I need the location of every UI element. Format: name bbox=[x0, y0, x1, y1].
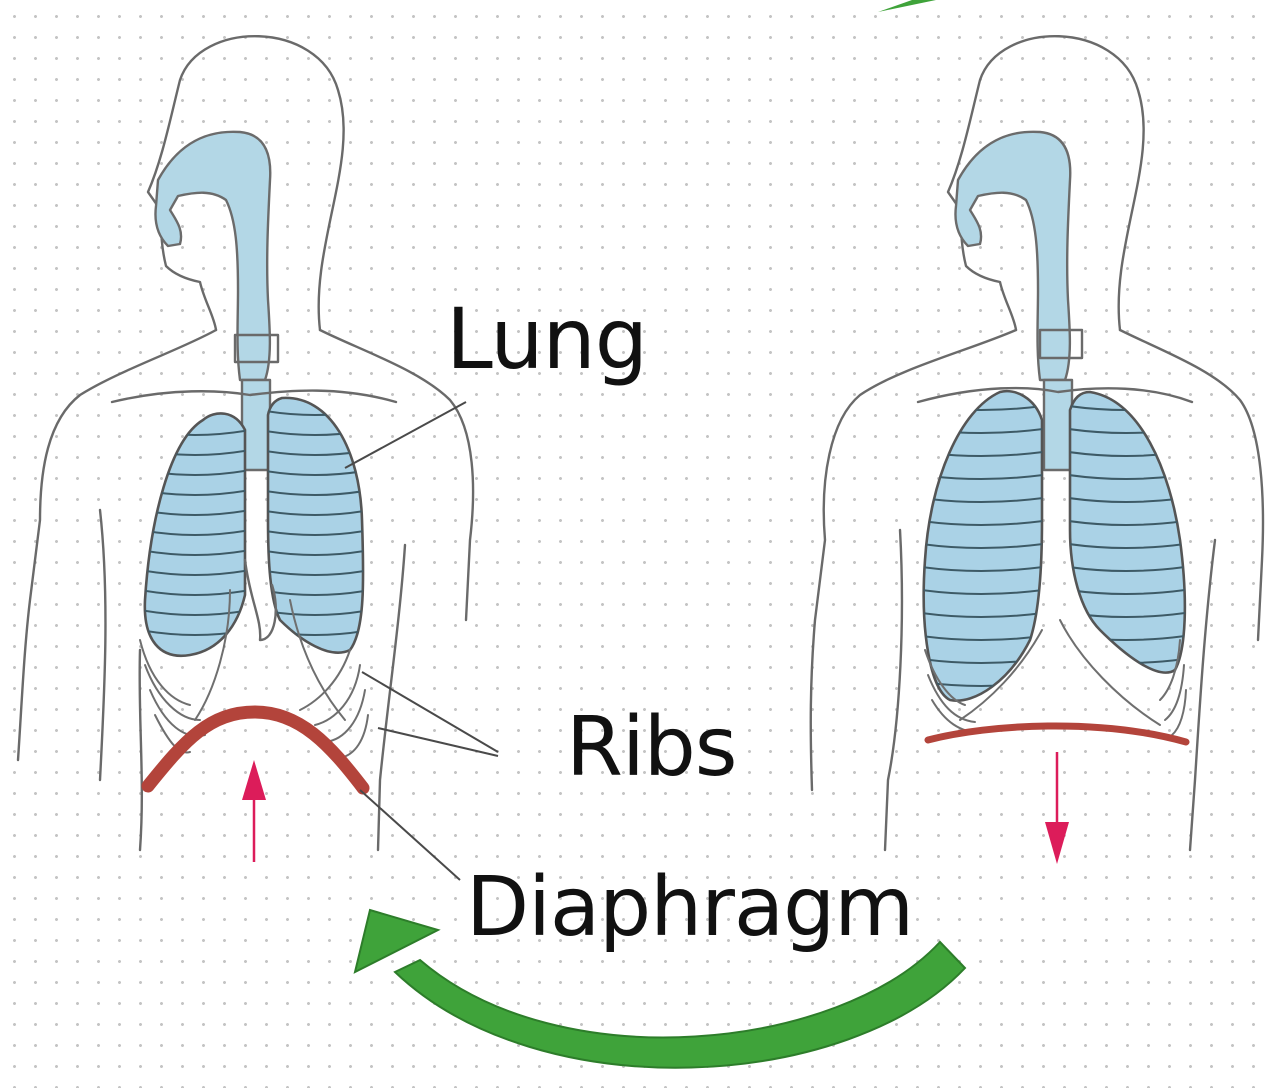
diaphragm-flat bbox=[928, 726, 1186, 742]
diaphragm-leader-line bbox=[360, 790, 460, 880]
ribs-label: Ribs bbox=[566, 700, 737, 795]
arrow-up-icon bbox=[242, 760, 266, 862]
right-lung bbox=[1070, 392, 1185, 673]
airway bbox=[156, 132, 271, 380]
lung-leader-line bbox=[345, 402, 466, 468]
lung-label: Lung bbox=[446, 290, 647, 388]
left-arm-line bbox=[100, 510, 105, 780]
cycle-arrow-tip-icon bbox=[878, 0, 936, 12]
right-torso-line bbox=[378, 545, 405, 850]
figure-inhale bbox=[811, 36, 1263, 850]
left-torso-line bbox=[885, 530, 902, 850]
diaphragm-label: Diaphragm bbox=[466, 860, 913, 955]
right-torso-line bbox=[1190, 540, 1215, 850]
trachea bbox=[1044, 380, 1072, 470]
arrow-down-icon bbox=[1045, 752, 1069, 864]
figure-exhale bbox=[18, 36, 473, 850]
airway bbox=[956, 132, 1071, 380]
left-torso-line bbox=[140, 650, 142, 850]
